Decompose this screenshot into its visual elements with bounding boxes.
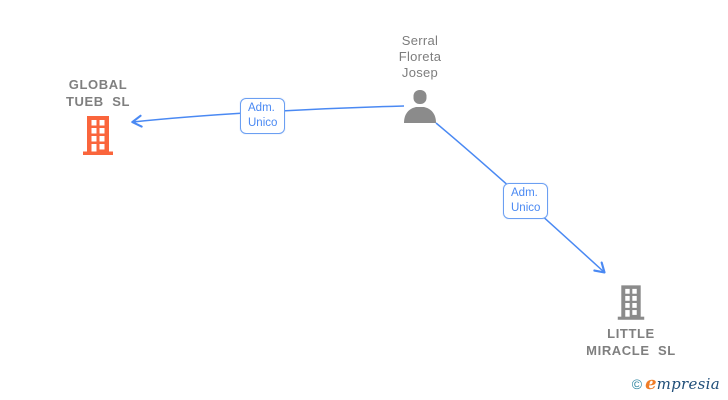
person-icon <box>404 90 436 123</box>
brand-initial: e <box>645 373 657 394</box>
edge-label-line: Adm. <box>248 102 275 114</box>
brand-text: mpresia <box>656 375 720 393</box>
copyright-symbol: © <box>631 376 643 392</box>
edge-label-adm-unico-left: Adm. Unico <box>240 98 286 134</box>
company-name-line: TUEB SL <box>65 94 131 109</box>
building-icon <box>617 285 645 320</box>
person-node-serral-floreta[interactable]: Serral Floreta Josep <box>360 33 480 123</box>
edge-label-line: Unico <box>248 116 278 129</box>
company-node-global-tueb[interactable]: GLOBAL TUEB SL <box>30 76 166 156</box>
company-name-line: GLOBAL <box>68 77 128 92</box>
edge-label-adm-unico-right: Adm. Unico <box>503 183 549 219</box>
person-name-line: Josep <box>401 65 439 80</box>
person-name-line: Serral <box>401 33 439 48</box>
company-name-line: MIRACLE SL <box>586 343 676 358</box>
company-name-line: LITTLE <box>607 326 655 341</box>
empresia-logo[interactable]: ©empresia <box>632 373 720 394</box>
building-icon <box>83 116 113 155</box>
person-name-line: Floreta <box>398 49 442 64</box>
edge-label-line: Unico <box>511 201 541 214</box>
edge-label-line: Adm. <box>511 187 538 199</box>
company-node-little-miracle[interactable]: LITTLE MIRACLE SL <box>570 285 692 359</box>
